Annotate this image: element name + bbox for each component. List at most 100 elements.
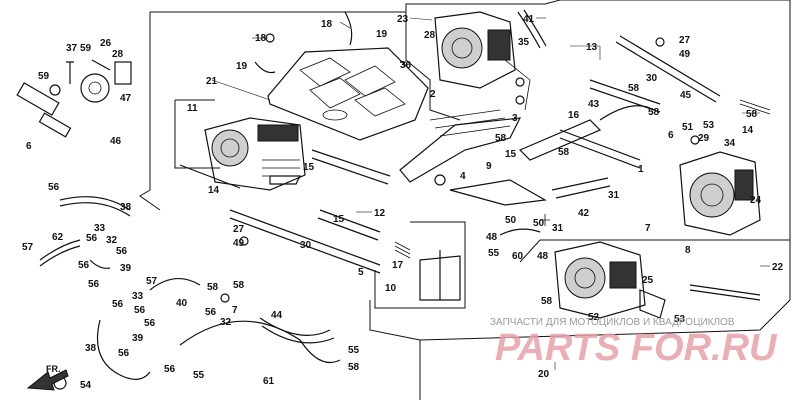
callout-53: 53	[703, 120, 715, 131]
callout-14b: 14	[208, 185, 220, 196]
callout-60: 60	[512, 251, 524, 262]
callout-9: 9	[486, 161, 492, 172]
top-carburetor	[434, 11, 531, 111]
watermark-top-text: ЗАПЧАСТИ ДЛЯ МОТОЦИКЛОВ И КВАДРОЦИКЛОВ	[490, 317, 735, 328]
callout-19: 19	[376, 29, 388, 40]
callout-30b: 30	[300, 240, 312, 251]
callout-57b: 57	[146, 276, 158, 287]
callout-58f: 58	[541, 296, 553, 307]
callout-56g: 56	[134, 305, 146, 316]
callout-26: 26	[100, 38, 112, 49]
callout-7b: 7	[232, 305, 238, 316]
callout-53b: 53	[674, 314, 686, 325]
callout-56h: 56	[144, 318, 156, 329]
callout-56i: 56	[118, 348, 130, 359]
callout-45: 45	[680, 90, 692, 101]
callout-22: 22	[772, 262, 784, 273]
callout-34: 34	[724, 138, 736, 149]
callout-58: 58	[628, 83, 640, 94]
callout-47: 47	[120, 93, 132, 104]
callout-33: 33	[94, 223, 106, 234]
callout-12: 12	[374, 208, 386, 219]
callout-49b: 49	[233, 238, 245, 249]
callout-38: 38	[120, 202, 132, 213]
callout-16: 16	[568, 110, 580, 121]
callout-6: 6	[26, 141, 32, 152]
callout-56e: 56	[88, 279, 100, 290]
callout-56k: 56	[205, 307, 217, 318]
callout-55b: 55	[193, 370, 205, 381]
callout-58h: 58	[233, 280, 245, 291]
callout-50b: 50	[533, 218, 545, 229]
callout-32b: 32	[220, 317, 232, 328]
callout-8: 8	[685, 245, 691, 256]
callout-56b: 56	[86, 233, 98, 244]
callout-31: 31	[608, 190, 620, 201]
callout-62: 62	[52, 232, 64, 243]
callout-58e: 58	[558, 147, 570, 158]
callout-18: 18	[255, 33, 267, 44]
callout-29: 29	[698, 133, 710, 144]
callout-50: 50	[505, 215, 517, 226]
callout-58g: 58	[207, 282, 219, 293]
callout-56c: 56	[116, 246, 128, 257]
intake-manifold	[267, 47, 429, 141]
callout-38b: 38	[85, 343, 97, 354]
callout-55c: 55	[348, 345, 360, 356]
callout-37: 37	[66, 43, 78, 54]
front-direction-label: FR.	[46, 364, 61, 374]
callout-24: 24	[750, 195, 762, 206]
callout-2: 2	[430, 89, 436, 100]
callout-54: 54	[80, 380, 92, 391]
callout-56j: 56	[164, 364, 176, 375]
watermark-logo-text: PARTS FOR.RU	[495, 327, 778, 369]
callout-39: 39	[120, 263, 132, 274]
callout-21: 21	[206, 76, 218, 87]
callout-4: 4	[460, 171, 466, 182]
callout-15: 15	[505, 149, 517, 160]
callout-56f: 56	[112, 299, 124, 310]
callout-labels: 37 59 26 28 59 47 46 6 21 11 18 18 19 19…	[22, 14, 784, 391]
callout-23: 23	[397, 14, 409, 25]
callout-46: 46	[110, 136, 122, 147]
callout-15c: 15	[303, 162, 315, 173]
callout-58b: 58	[648, 107, 660, 118]
callout-14: 14	[742, 125, 754, 136]
diagram-frame	[139, 0, 791, 400]
callout-15b: 15	[333, 214, 345, 225]
callout-28: 28	[112, 49, 124, 60]
callout-56d: 56	[78, 260, 90, 271]
watermark: ЗАПЧАСТИ ДЛЯ МОТОЦИКЛОВ И КВАДРОЦИКЛОВ P…	[490, 317, 778, 369]
callout-3: 3	[512, 113, 518, 124]
callout-27b: 27	[233, 224, 245, 235]
callout-43: 43	[588, 99, 600, 110]
hoses	[39, 9, 651, 380]
callout-55: 55	[488, 248, 500, 259]
callout-48: 48	[486, 232, 498, 243]
callout-20: 20	[538, 369, 550, 380]
shafts-and-rods	[179, 35, 721, 274]
right-carburetor	[679, 151, 761, 236]
small-parts	[16, 33, 771, 390]
callout-56: 56	[48, 182, 60, 193]
callout-6b: 6	[668, 130, 674, 141]
callout-40: 40	[176, 298, 188, 309]
callout-30: 30	[646, 73, 658, 84]
callout-51: 51	[682, 122, 694, 133]
callout-33b: 33	[132, 291, 144, 302]
callout-17: 17	[392, 260, 404, 271]
callout-13: 13	[586, 42, 598, 53]
callout-27: 27	[679, 35, 691, 46]
callout-57: 57	[22, 242, 34, 253]
bottom-carburetor	[554, 241, 646, 319]
callout-48b: 48	[537, 251, 549, 262]
callout-25: 25	[642, 275, 654, 286]
callout-31b: 31	[552, 223, 564, 234]
callout-58i: 58	[348, 362, 360, 373]
callout-28c: 28	[424, 30, 436, 41]
callout-39b: 39	[132, 333, 144, 344]
callout-59b: 59	[38, 71, 50, 82]
callout-7: 7	[645, 223, 651, 234]
callout-58d: 58	[495, 133, 507, 144]
